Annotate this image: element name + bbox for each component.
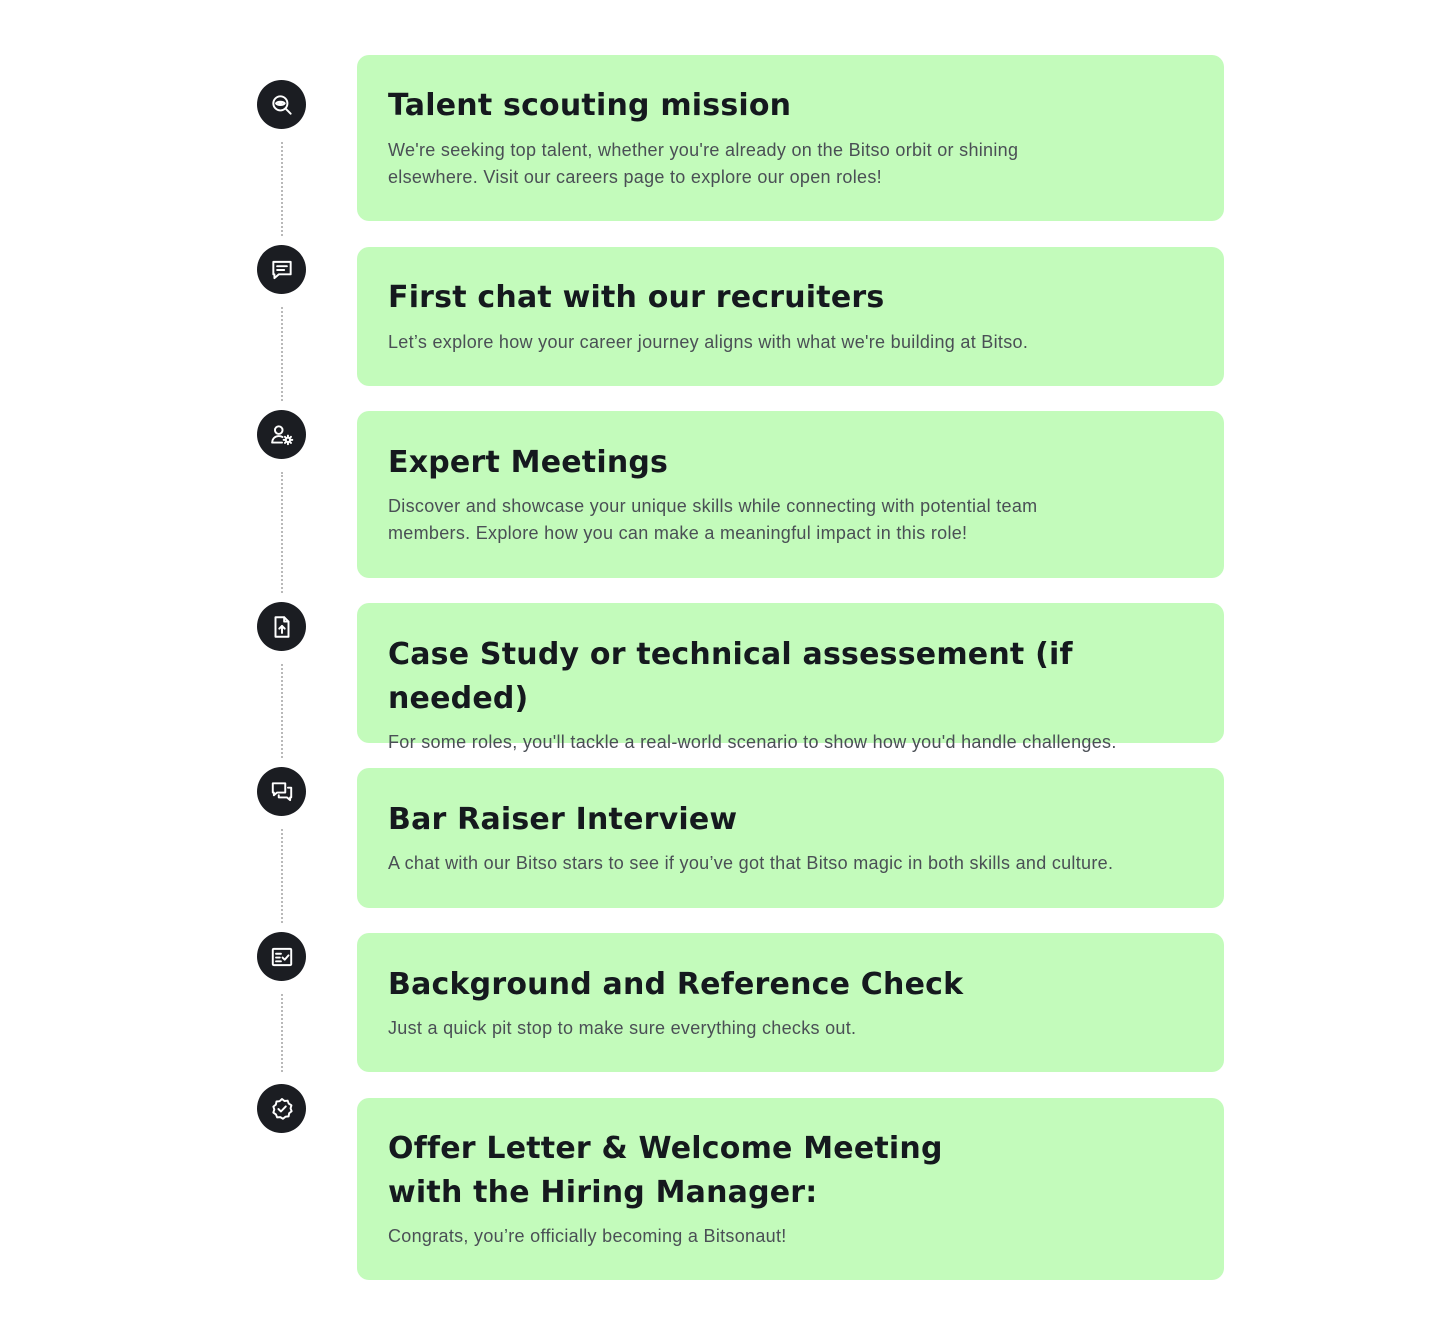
step-card-first-chat: First chat with our recruiters Let’s exp…: [357, 247, 1224, 386]
conversation-icon: [271, 781, 292, 801]
search-eye-icon: [271, 94, 292, 115]
checklist-icon: [271, 947, 292, 966]
step-description: Just a quick pit stop to make sure every…: [388, 1018, 857, 1038]
step-card-bar-raiser: Bar Raiser Interview A chat with our Bit…: [357, 768, 1224, 908]
step-icon-badge: [257, 1084, 306, 1133]
step-icon-badge: [257, 245, 306, 294]
step-title: Expert Meetings: [388, 445, 669, 480]
step-title: Background and Reference Check: [388, 967, 964, 1002]
step-description: A chat with our Bitso stars to see if yo…: [388, 853, 1114, 873]
step-title: Bar Raiser Interview: [388, 802, 738, 837]
step-description: We're seeking top talent, whether you're…: [388, 140, 1019, 187]
timeline-connector: [281, 142, 283, 236]
timeline-connector: [281, 994, 283, 1072]
step-description: For some roles, you'll tackle a real-wor…: [388, 732, 1117, 752]
step-card-background-check: Background and Reference Check Just a qu…: [357, 933, 1224, 1072]
step-icon-badge: [257, 932, 306, 981]
step-title: Case Study or technical assessement (if …: [388, 637, 1073, 716]
verified-badge-icon: [271, 1097, 293, 1120]
step-card-offer-letter: Offer Letter & Welcome Meeting with the …: [357, 1098, 1224, 1280]
step-card-case-study: Case Study or technical assessement (if …: [357, 603, 1224, 752]
step-card-expert-meetings: Expert Meetings Discover and showcase yo…: [357, 411, 1224, 578]
timeline-connector: [281, 664, 283, 758]
chat-bubble-icon: [271, 260, 292, 279]
step-title: First chat with our recruiters: [388, 280, 885, 315]
step-title: Talent scouting mission: [388, 88, 792, 123]
step-icon-badge: [257, 602, 306, 651]
timeline-connector: [281, 472, 283, 593]
step-icon-badge: [257, 767, 306, 816]
step-icon-badge: [257, 410, 306, 459]
step-description: Discover and showcase your unique skills…: [388, 496, 1038, 543]
step-icon-badge: [257, 80, 306, 129]
timeline-connector: [281, 829, 283, 923]
step-description: Congrats, you’re officially becoming a B…: [388, 1226, 787, 1246]
file-upload-icon: [274, 615, 289, 638]
user-gear-icon: [270, 424, 293, 445]
step-card-talent-scouting: Talent scouting mission We're seeking to…: [357, 55, 1224, 221]
step-description: Let’s explore how your career journey al…: [388, 332, 1029, 352]
timeline-connector: [281, 307, 283, 401]
step-title: Offer Letter & Welcome Meeting with the …: [388, 1131, 943, 1210]
